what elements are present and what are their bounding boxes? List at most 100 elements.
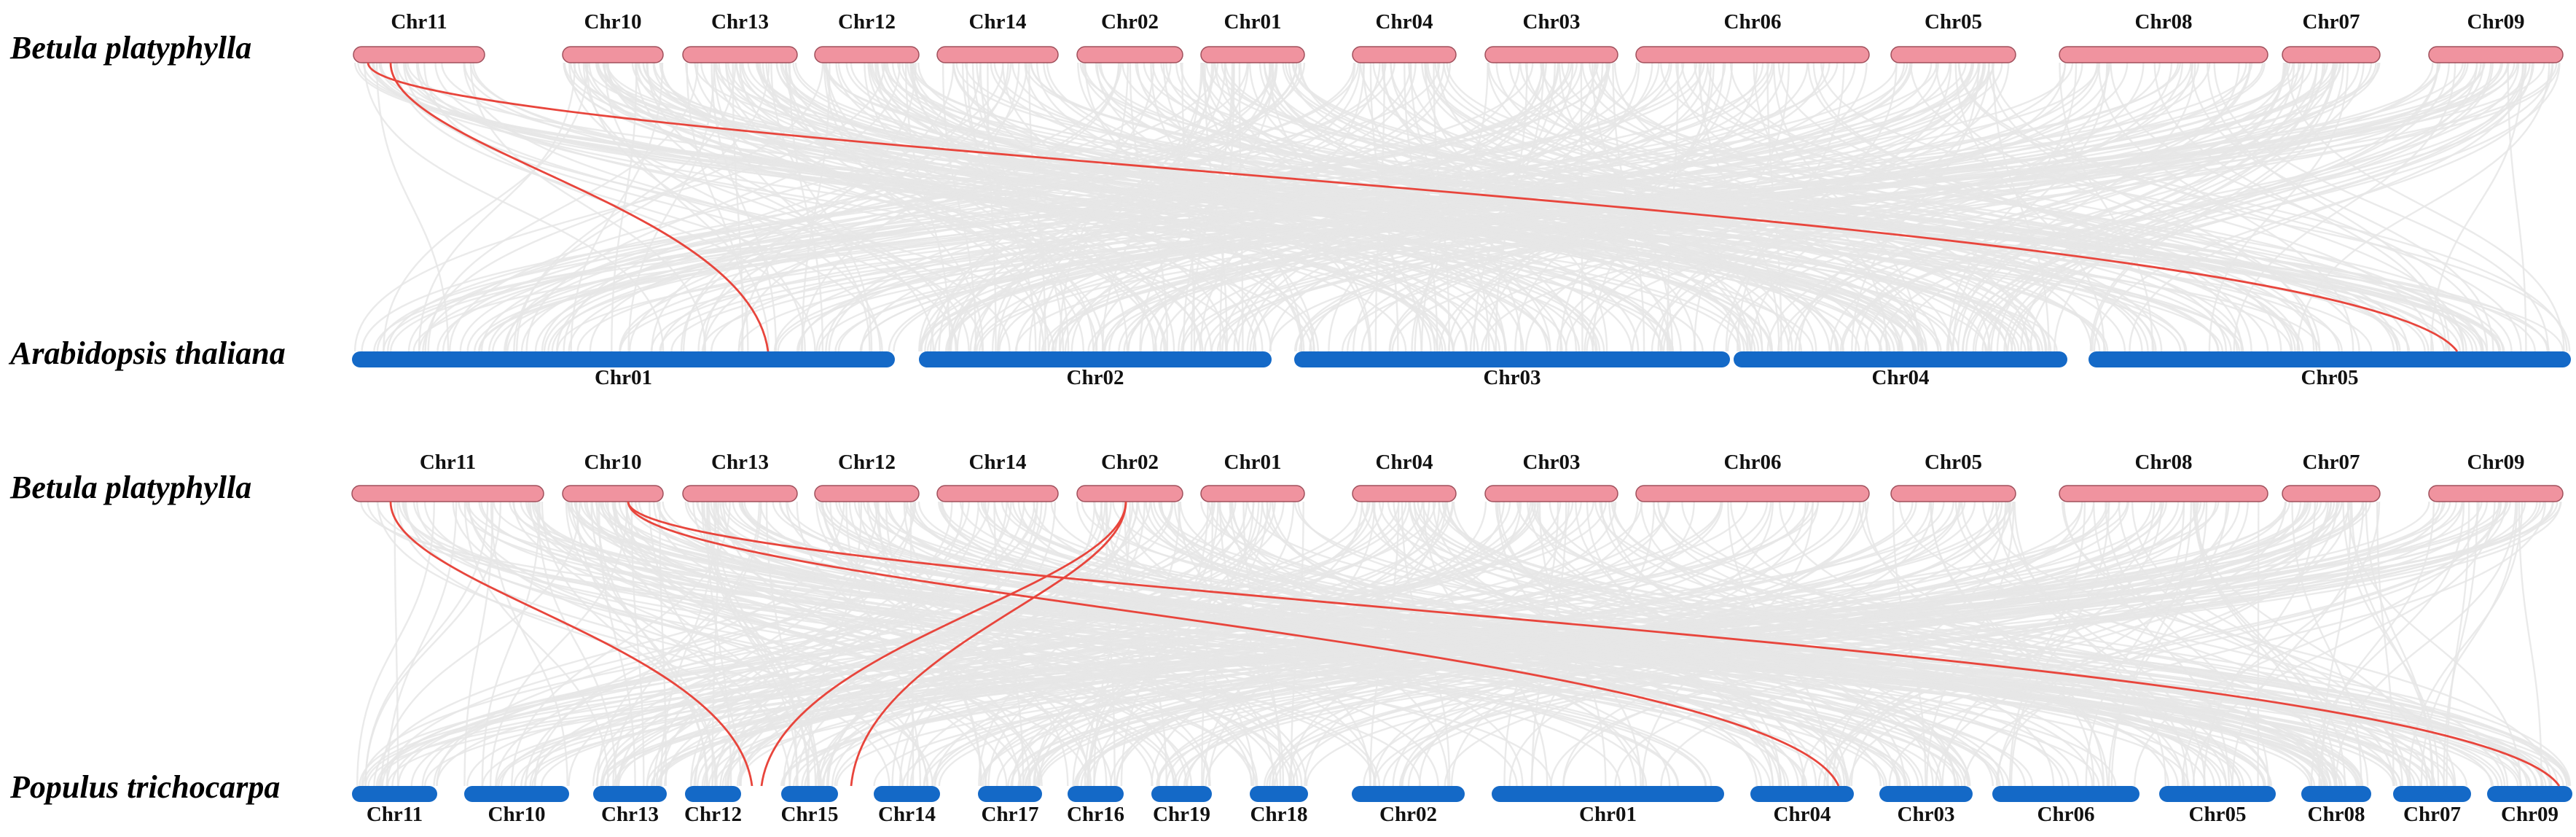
background-link <box>1433 62 1450 352</box>
background-link <box>1559 62 1715 352</box>
target-chromosome-label: Chr01 <box>595 366 652 389</box>
betula-chromosome-label: Chr04 <box>1376 10 1433 34</box>
background-link <box>2008 501 2086 787</box>
background-link <box>602 62 1927 352</box>
target-chromosome-bar <box>919 351 1272 367</box>
background-link <box>649 501 742 787</box>
background-link <box>1392 501 1861 787</box>
background-link <box>452 501 1022 787</box>
background-link <box>701 501 810 787</box>
target-chromosome-label: Chr12 <box>684 803 742 826</box>
background-link <box>520 62 1387 352</box>
highlighted-link <box>389 501 753 787</box>
background-link <box>858 501 1299 787</box>
background-link <box>375 62 450 352</box>
background-link <box>765 501 798 787</box>
background-link <box>396 501 823 787</box>
background-link <box>2346 501 2521 787</box>
background-link <box>1414 62 1556 352</box>
background-link <box>373 62 1938 352</box>
background-link <box>794 62 2219 352</box>
betula-chromosome-bar <box>1352 485 1457 502</box>
background-link <box>909 62 2483 352</box>
background-link <box>727 62 1891 352</box>
background-link <box>781 501 2545 787</box>
betula-chromosome-bar <box>814 46 920 63</box>
background-link <box>1995 501 2338 787</box>
betula-chromosome-label: Chr08 <box>2135 10 2193 34</box>
highlighted-link <box>760 501 1127 787</box>
target-chromosome-bar <box>1750 786 1854 802</box>
target-chromosome-label: Chr05 <box>2189 803 2247 826</box>
background-link <box>694 62 1202 352</box>
background-link <box>1562 501 2241 787</box>
background-link <box>1987 62 2478 352</box>
background-link <box>2007 62 2534 352</box>
background-link <box>783 501 1769 787</box>
background-link <box>1941 501 2163 787</box>
background-link <box>1524 62 2010 352</box>
target-chromosome-label: Chr14 <box>878 803 936 826</box>
target-chromosome-bar <box>464 786 569 802</box>
background-link <box>1374 62 1385 352</box>
background-link <box>1151 501 1522 787</box>
background-link <box>2105 501 2269 787</box>
target-chromosome-bar <box>2393 786 2471 802</box>
background-link <box>601 501 1534 787</box>
background-link <box>410 501 1436 787</box>
background-link <box>364 501 502 787</box>
target-chromosome-label: Chr13 <box>601 803 659 826</box>
background-link <box>423 62 816 352</box>
background-link <box>1957 62 2522 352</box>
background-link <box>1390 62 1749 352</box>
target-chromosome-bar <box>1250 786 1308 802</box>
target-chromosome-bar <box>2301 786 2371 802</box>
target-chromosome-bar <box>978 786 1042 802</box>
background-link <box>1150 62 1303 352</box>
target-chromosome-bar <box>1352 786 1465 802</box>
target-chromosome-label: Chr10 <box>488 803 546 826</box>
background-link <box>533 501 1941 787</box>
background-link <box>418 62 576 352</box>
background-link <box>825 62 1356 352</box>
target-chromosome-bar <box>352 351 895 367</box>
background-link <box>680 62 1028 352</box>
background-link <box>1640 501 2055 787</box>
background-link <box>565 501 791 787</box>
background-link <box>950 62 1381 352</box>
background-link <box>1084 501 1181 787</box>
background-link <box>1610 501 2432 787</box>
betula-chromosome-bar <box>2059 46 2268 63</box>
background-link <box>436 501 970 787</box>
betula-chromosome-label: Chr13 <box>711 10 769 34</box>
background-link <box>713 62 871 352</box>
background-link <box>804 501 2161 787</box>
background-link <box>1116 501 1639 787</box>
background-link <box>818 501 1532 787</box>
highlighted-collinear-links <box>367 62 2561 787</box>
target-chromosome-label: Chr06 <box>2037 803 2095 826</box>
background-link <box>646 62 1167 352</box>
background-link <box>1409 501 1899 787</box>
background-link <box>527 501 1253 787</box>
background-link <box>1712 62 2252 352</box>
background-link <box>2110 62 2489 352</box>
background-link <box>395 62 883 352</box>
background-link <box>1599 501 2271 787</box>
betula-chromosome-bar <box>1076 46 1183 63</box>
background-link <box>1527 501 1956 787</box>
target-chromosome-bar <box>1294 351 1730 367</box>
betula-chromosome-bar <box>2282 46 2381 63</box>
background-link <box>711 501 1285 787</box>
background-link <box>1730 501 2185 787</box>
betula-chromosome-bar <box>682 485 798 502</box>
target-chromosome-label: Chr11 <box>367 803 423 826</box>
background-link <box>774 62 2264 352</box>
background-link <box>1594 62 2318 352</box>
background-link <box>1224 62 2399 352</box>
target-chromosome-label: Chr18 <box>1250 803 1308 826</box>
background-link <box>1858 501 2196 787</box>
betula-chromosome-label: Chr08 <box>2135 451 2193 474</box>
background-link <box>1210 62 2560 352</box>
background-link <box>1947 62 2078 352</box>
